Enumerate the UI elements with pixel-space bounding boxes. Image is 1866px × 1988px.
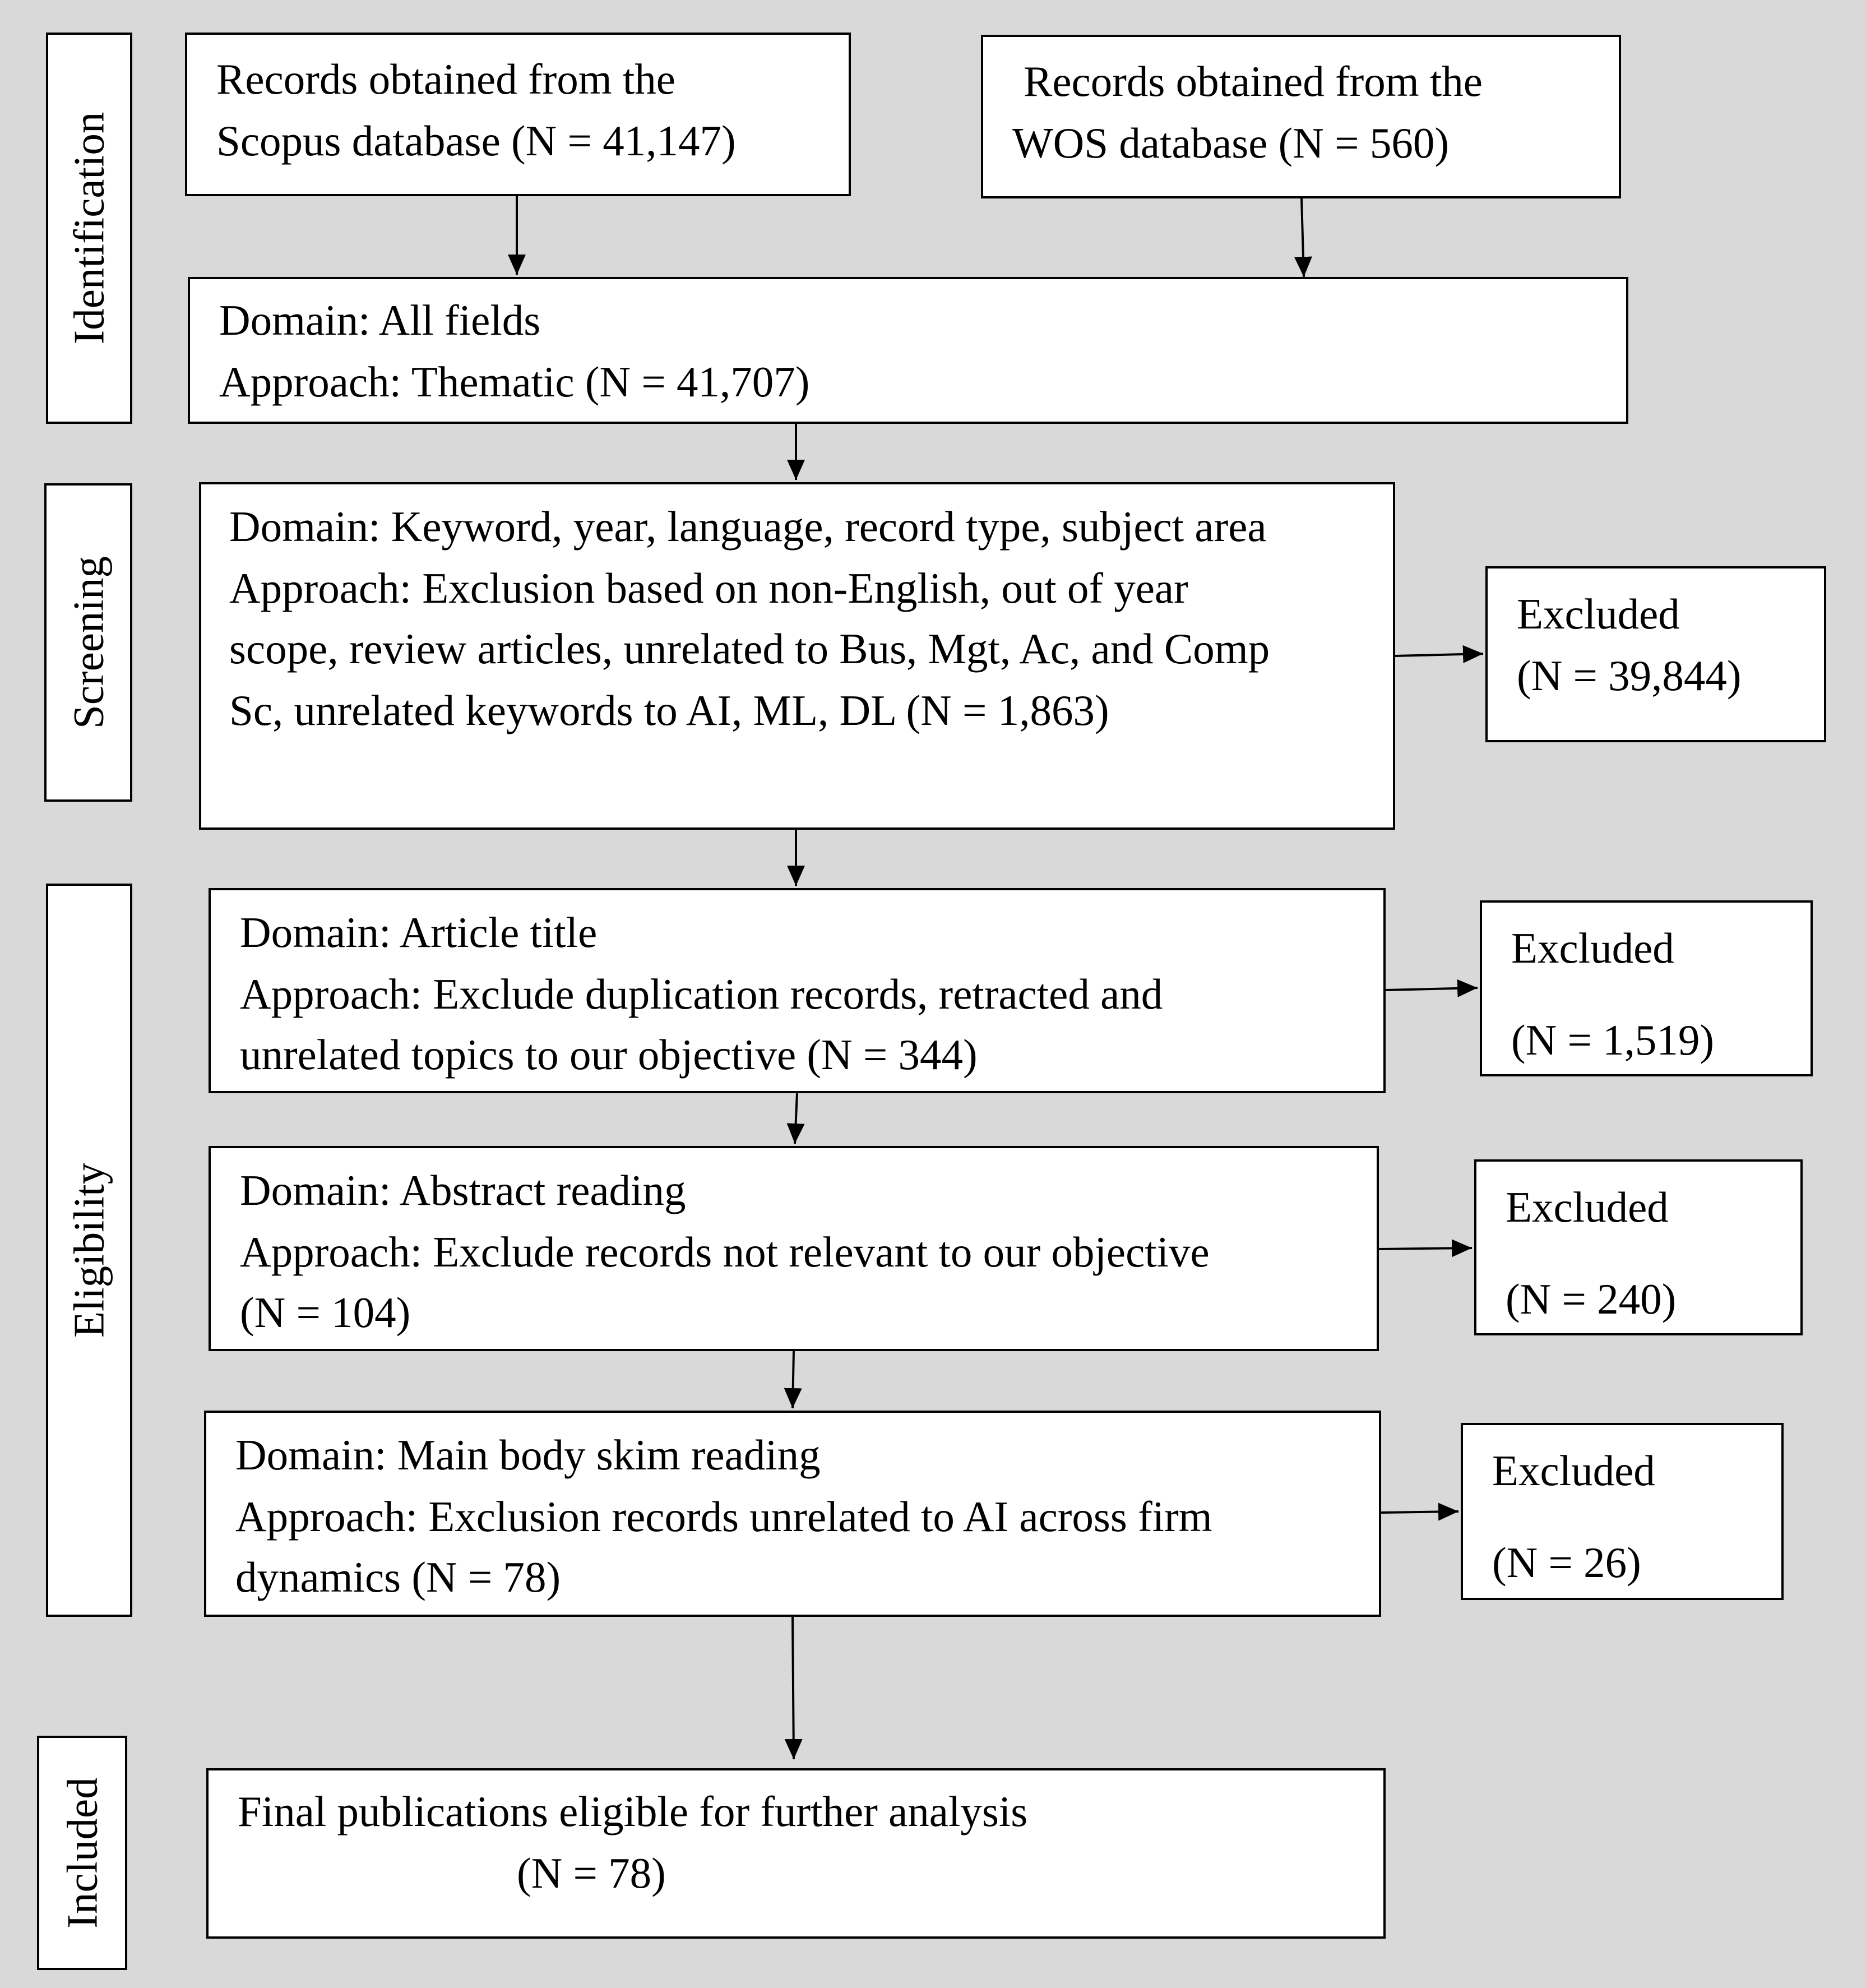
scopus-records-box: Records obtained from the Scopus databas… xyxy=(185,33,851,196)
final-line-2: (N = 78) xyxy=(517,1849,666,1897)
article-title-box: Domain: Article title Approach: Exclude … xyxy=(209,888,1386,1093)
excluded-box-main-body: Excluded (N = 26) xyxy=(1461,1423,1784,1600)
arrow-abstract-to-main-body xyxy=(784,1351,802,1409)
main-body-line-2: Approach: Exclusion records unrelated to… xyxy=(235,1492,1212,1541)
excluded-count: (N = 240) xyxy=(1506,1275,1677,1323)
wos-records-box: Records obtained from the WOS database (… xyxy=(981,35,1621,198)
excluded-box-article-title: Excluded (N = 1,519) xyxy=(1480,900,1813,1076)
scopus-line-1: Records obtained from the xyxy=(216,55,675,103)
abstract-line-2: Approach: Exclude records not relevant t… xyxy=(240,1228,1210,1276)
final-publications-box: Final publications eligible for further … xyxy=(206,1768,1386,1939)
all-fields-line-1: Domain: All fields xyxy=(219,296,541,344)
excluded-count: (N = 39,844) xyxy=(1517,651,1742,700)
main-body-box: Domain: Main body skim reading Approach:… xyxy=(204,1411,1381,1617)
excluded-count: (N = 26) xyxy=(1492,1538,1641,1587)
article-title-line-3: unrelated topics to our objective (N = 3… xyxy=(240,1030,978,1079)
excluded-label: Excluded xyxy=(1492,1446,1655,1495)
stage-screening: Screening xyxy=(44,483,132,802)
abstract-line-1: Domain: Abstract reading xyxy=(240,1166,686,1214)
article-title-line-2: Approach: Exclude duplication records, r… xyxy=(240,970,1163,1018)
screening-box: Domain: Keyword, year, language, record … xyxy=(199,482,1395,830)
arrow-article-title-to-abstract xyxy=(786,1093,805,1144)
all-fields-line-2: Approach: Thematic (N = 41,707) xyxy=(219,358,810,406)
main-body-line-1: Domain: Main body skim reading xyxy=(235,1431,821,1479)
excluded-label: Excluded xyxy=(1517,590,1680,638)
abstract-reading-box: Domain: Abstract reading Approach: Exclu… xyxy=(209,1146,1379,1351)
main-body-line-3: dynamics (N = 78) xyxy=(235,1553,561,1601)
screening-line-2: Approach: Exclusion based on non-English… xyxy=(229,564,1188,612)
excluded-box-screening: Excluded (N = 39,844) xyxy=(1485,566,1826,742)
stage-included: Included xyxy=(37,1736,127,1970)
screening-line-1: Domain: Keyword, year, language, record … xyxy=(229,502,1267,551)
screening-line-4: Sc, unrelated keywords to AI, ML, DL (N … xyxy=(229,686,1109,734)
arrow-main-body-to-excluded xyxy=(1381,1502,1459,1521)
all-fields-box: Domain: All fields Approach: Thematic (N… xyxy=(188,277,1628,424)
arrow-article-title-to-excluded xyxy=(1385,979,1478,997)
excluded-box-abstract: Excluded (N = 240) xyxy=(1474,1159,1803,1335)
article-title-line-1: Domain: Article title xyxy=(240,908,598,956)
arrow-screening-to-excluded xyxy=(1395,645,1484,663)
scopus-line-2: Scopus database (N = 41,147) xyxy=(216,117,736,165)
wos-line-2: WOS database (N = 560) xyxy=(1012,119,1449,167)
wos-line-1: Records obtained from the xyxy=(1024,57,1483,105)
abstract-line-3: (N = 104) xyxy=(240,1288,411,1337)
final-line-1: Final publications eligible for further … xyxy=(238,1787,1028,1836)
screening-line-3: scope, review articles, unrelated to Bus… xyxy=(229,625,1270,673)
arrow-abstract-to-excluded xyxy=(1378,1239,1473,1257)
arrow-wos-to-all-fields xyxy=(1294,198,1312,278)
arrow-main-body-to-final xyxy=(784,1616,803,1760)
stage-identification: Identification xyxy=(46,33,132,424)
stage-eligibility: Eligibility xyxy=(46,884,132,1617)
excluded-label: Excluded xyxy=(1506,1183,1669,1231)
excluded-count: (N = 1,519) xyxy=(1511,1016,1715,1064)
excluded-label: Excluded xyxy=(1511,924,1674,972)
